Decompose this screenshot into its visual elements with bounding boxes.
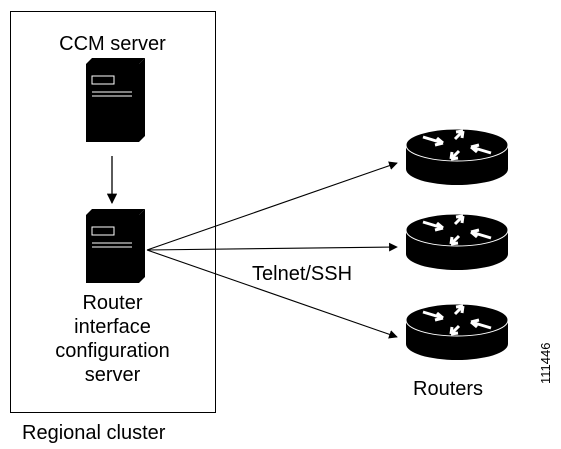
config-server-label-line: interface xyxy=(74,316,151,338)
ccm-server-label: CCM server xyxy=(59,33,166,55)
connection-arrow-router-3 xyxy=(146,249,398,339)
router-icon xyxy=(405,213,509,270)
config-server-label-line: server xyxy=(84,364,141,386)
regional-cluster-caption: Regional cluster xyxy=(22,422,166,444)
routers-label: Routers xyxy=(413,378,484,400)
config-server-label-line: Router xyxy=(82,292,143,314)
regional-cluster-box xyxy=(10,11,216,413)
protocol-label: Telnet/SSH xyxy=(252,263,353,285)
router-icon xyxy=(405,128,509,185)
config-server-label-line: configuration xyxy=(55,340,170,362)
ccm-server-icon xyxy=(86,58,145,142)
figure-id: 111446 xyxy=(538,342,553,384)
router-icon xyxy=(405,303,509,360)
connection-arrow-router-2 xyxy=(146,242,398,252)
router-interface-config-server-label: Router interface configuration server xyxy=(10,291,215,387)
router-interface-config-server-icon xyxy=(86,209,145,283)
connection-arrow-router-1 xyxy=(146,161,398,251)
